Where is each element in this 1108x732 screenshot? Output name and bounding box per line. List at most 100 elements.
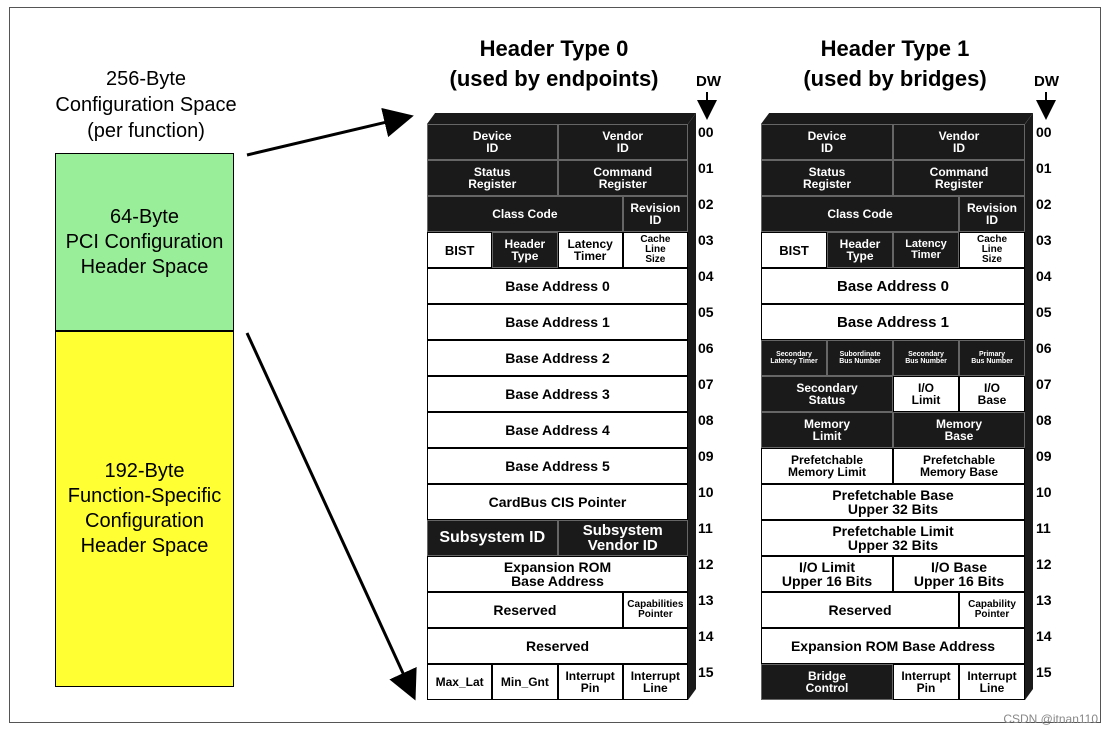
register-cell: Vendor ID [557, 124, 688, 160]
register-cell: Base Address 1 [427, 304, 688, 340]
register-cell: Class Code [427, 196, 623, 232]
dw-number: 01 [1036, 160, 1052, 176]
header1-title: Header Type 1 (used by bridges) [770, 34, 1020, 94]
register-label: Base Address 0 [505, 278, 610, 294]
dw-number: 05 [1036, 304, 1052, 320]
register-label: Min_Gnt [500, 675, 549, 689]
register-cell: Expansion ROM Base Address [427, 556, 688, 592]
dw-number: 05 [698, 304, 714, 320]
register-label: Command Register [593, 165, 653, 191]
register-label: Latency Timer [567, 237, 613, 263]
register-cell: Subsystem ID [427, 520, 558, 556]
register-label: I/O Limit [911, 381, 941, 407]
header1-side-edge [1025, 113, 1033, 700]
function-specific-block: 192-Byte Function-Specific Configuration… [55, 331, 234, 687]
register-label: Interrupt Line [967, 669, 1017, 695]
pci-header-line: PCI Configuration [65, 230, 224, 253]
register-label: Command Register [929, 165, 989, 191]
register-label: Revision ID [966, 201, 1017, 227]
dw-number: 02 [1036, 196, 1052, 212]
register-cell: Cache Line Size [622, 232, 688, 268]
register-label: Base Address 4 [505, 422, 610, 438]
dw-number: 03 [1036, 232, 1052, 248]
register-label: Vendor ID [602, 129, 644, 155]
register-label: Capabilities Pointer [627, 599, 684, 620]
register-label: Base Address 0 [836, 277, 949, 295]
pci-header-line: 64-Byte [110, 205, 179, 228]
register-cell: Reserved [427, 628, 688, 664]
register-label: Header Type [839, 237, 881, 263]
register-label: BIST [779, 242, 809, 258]
register-cell: Primary Bus Number [959, 340, 1025, 376]
register-cell: Base Address 3 [427, 376, 688, 412]
dw-number: 03 [698, 232, 714, 248]
register-label: Reserved [525, 638, 590, 654]
register-label: Subsystem ID [439, 529, 546, 546]
header1-title-line: (used by bridges) [803, 66, 987, 91]
dw-number: 10 [698, 484, 714, 500]
register-label: Header Type [504, 237, 546, 263]
register-cell: Base Address 4 [427, 412, 688, 448]
dw-number: 09 [1036, 448, 1052, 464]
dw-number: 04 [698, 268, 714, 284]
dw-number: 10 [1036, 484, 1052, 500]
register-cell: Status Register [761, 160, 893, 196]
register-cell: Min_Gnt [492, 664, 558, 700]
register-cell: Status Register [427, 160, 558, 196]
register-label: Expansion ROM Base Address [503, 559, 612, 589]
dw-number: 12 [1036, 556, 1052, 572]
header0-title-line: Header Type 0 [479, 36, 629, 61]
register-label: Prefetchable Memory Base [919, 453, 999, 479]
register-cell: Header Type [827, 232, 893, 268]
register-cell: Capabilities Pointer [622, 592, 688, 628]
register-cell: Latency Timer [557, 232, 623, 268]
register-cell: Memory Base [893, 412, 1025, 448]
register-cell: Base Address 2 [427, 340, 688, 376]
register-cell: Reserved [427, 592, 623, 628]
register-cell: Secondary Status [761, 376, 893, 412]
dw-label-1: DW [1034, 73, 1059, 90]
register-label: Prefetchable Limit Upper 32 Bits [832, 523, 954, 553]
register-label: Secondary Latency Timer [770, 351, 818, 365]
register-cell: I/O Limit Upper 16 Bits [761, 556, 893, 592]
register-cell: Latency Timer [893, 232, 959, 268]
register-label: Interrupt Pin [901, 669, 951, 695]
register-cell: Base Address 0 [761, 268, 1025, 304]
register-cell: Interrupt Line [622, 664, 688, 700]
dw-number: 01 [698, 160, 714, 176]
header0-title: Header Type 0 (used by endpoints) [420, 34, 688, 94]
register-label: Primary Bus Number [971, 351, 1013, 365]
dw-number: 11 [698, 520, 713, 536]
register-label: Interrupt Line [630, 669, 681, 695]
dw-number: 12 [698, 556, 714, 572]
dw-number: 09 [698, 448, 714, 464]
header1-top-edge [761, 113, 1033, 124]
register-label: Reserved [493, 602, 557, 618]
dw-label-0: DW [696, 73, 721, 90]
register-cell: Interrupt Pin [893, 664, 959, 700]
register-label: Cache Line Size [976, 234, 1007, 265]
dw-number: 06 [698, 340, 714, 356]
pci-header-block: 64-Byte PCI Configuration Header Space [55, 153, 234, 331]
register-label: Status Register [802, 165, 852, 191]
register-cell: Secondary Bus Number [893, 340, 959, 376]
register-label: Class Code [827, 207, 893, 221]
register-cell: Prefetchable Memory Limit [761, 448, 893, 484]
function-specific-line: 192-Byte [104, 460, 185, 482]
register-cell: Base Address 0 [427, 268, 688, 304]
register-label: Vendor ID [938, 129, 980, 155]
register-label: Cache Line Size [640, 234, 671, 265]
register-cell: Revision ID [622, 196, 688, 232]
dw-number: 02 [698, 196, 714, 212]
dw-number: 14 [1036, 628, 1052, 644]
dw-number: 00 [698, 124, 714, 140]
header0-side-edge [688, 113, 696, 700]
dw-number: 04 [1036, 268, 1052, 284]
register-cell: Header Type [492, 232, 558, 268]
register-cell: Command Register [893, 160, 1025, 196]
dw-number: 14 [698, 628, 714, 644]
register-cell: Subsystem Vendor ID [557, 520, 688, 556]
dw-number: 07 [698, 376, 714, 392]
